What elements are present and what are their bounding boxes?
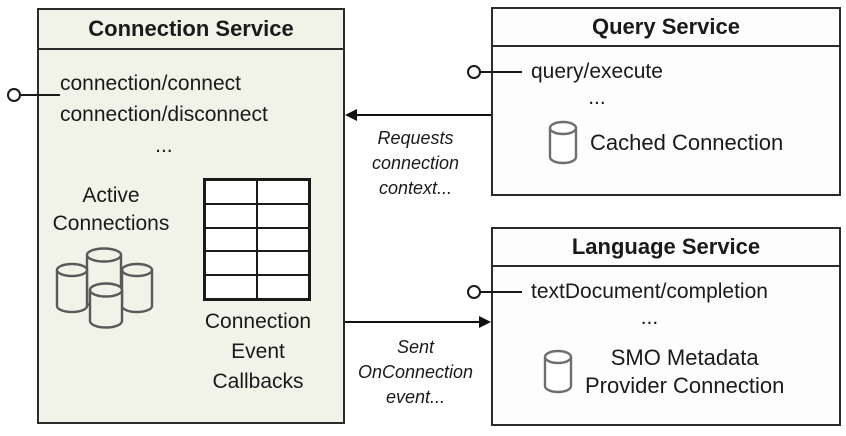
database-cluster-icon xyxy=(55,247,154,329)
query-methods-ellipsis: ... xyxy=(588,86,606,109)
database-icon xyxy=(543,349,573,394)
sent-arrow-label: Sent OnConnection event... xyxy=(353,335,478,410)
requests-arrow-label: Requests connection context... xyxy=(353,126,478,201)
methods-ellipsis: ... xyxy=(155,134,173,157)
requests-label-line1: Requests xyxy=(377,128,454,148)
table-cell xyxy=(257,180,309,204)
sent-arrow-line xyxy=(345,321,480,324)
active-label-line2: Connections xyxy=(52,212,170,235)
database-icon xyxy=(548,120,578,165)
table-cell xyxy=(205,180,257,204)
language-service-methods: textDocument/completion ... xyxy=(531,279,768,331)
callbacks-label-line1: Connection xyxy=(204,310,312,333)
method-textdocument-completion: textDocument/completion xyxy=(531,280,768,303)
query-service-methods: query/execute ... xyxy=(531,59,663,111)
smo-metadata-row: SMO Metadata Provider Connection xyxy=(543,344,784,400)
method-query-execute: query/execute xyxy=(531,60,663,83)
query-interface-lollipop-icon xyxy=(467,65,481,79)
table-cell xyxy=(257,251,309,276)
table-cell xyxy=(257,227,309,252)
callbacks-table xyxy=(203,178,311,301)
connection-service-box: Connection Service connection/connect co… xyxy=(37,8,345,424)
smo-metadata-label: SMO Metadata Provider Connection xyxy=(585,344,784,400)
cached-connection-label: Cached Connection xyxy=(590,130,784,155)
callbacks-label-line3: Callbacks xyxy=(212,370,304,393)
smo-label-line1: SMO Metadata xyxy=(610,345,759,370)
connection-interface-lollipop-icon xyxy=(7,88,21,102)
method-connection-disconnect: connection/disconnect xyxy=(60,103,268,126)
query-service-box: Query Service query/execute ... Cached C… xyxy=(491,7,841,196)
smo-label-line2: Provider Connection xyxy=(585,373,785,398)
sent-label-line2: OnConnection xyxy=(357,362,474,382)
table-cell xyxy=(257,203,309,228)
requests-arrow-line xyxy=(353,114,491,117)
connection-interface-lollipop-line xyxy=(20,94,60,97)
table-cell xyxy=(205,227,257,252)
requests-label-line2: connection xyxy=(371,153,460,173)
language-service-title: Language Service xyxy=(493,229,839,267)
language-methods-ellipsis: ... xyxy=(640,306,659,329)
requests-label-line3: context... xyxy=(378,178,453,198)
method-connection-connect: connection/connect xyxy=(60,72,241,95)
language-interface-lollipop-line xyxy=(480,291,522,294)
language-interface-lollipop-icon xyxy=(467,285,481,299)
active-connections-label: Active Connections xyxy=(36,182,186,238)
table-cell xyxy=(205,251,257,276)
callbacks-label-line2: Event xyxy=(231,340,285,363)
sent-label-line1: Sent xyxy=(396,337,435,357)
table-cell xyxy=(205,275,257,299)
query-interface-lollipop-line xyxy=(480,71,522,74)
connection-service-methods: connection/connect connection/disconnect… xyxy=(60,68,268,161)
query-service-title: Query Service xyxy=(493,9,839,47)
language-service-box: Language Service textDocument/completion… xyxy=(491,227,841,426)
sent-arrow-head-icon xyxy=(479,316,491,328)
cached-connection-row: Cached Connection xyxy=(548,120,783,166)
requests-arrow-head-icon xyxy=(345,109,357,121)
table-cell xyxy=(205,203,257,228)
connection-event-callbacks-label: Connection Event Callbacks xyxy=(183,307,333,397)
sent-label-line3: event... xyxy=(385,387,446,407)
active-label-line1: Active xyxy=(82,184,140,207)
table-cell xyxy=(257,275,309,299)
connection-service-title: Connection Service xyxy=(39,10,343,50)
